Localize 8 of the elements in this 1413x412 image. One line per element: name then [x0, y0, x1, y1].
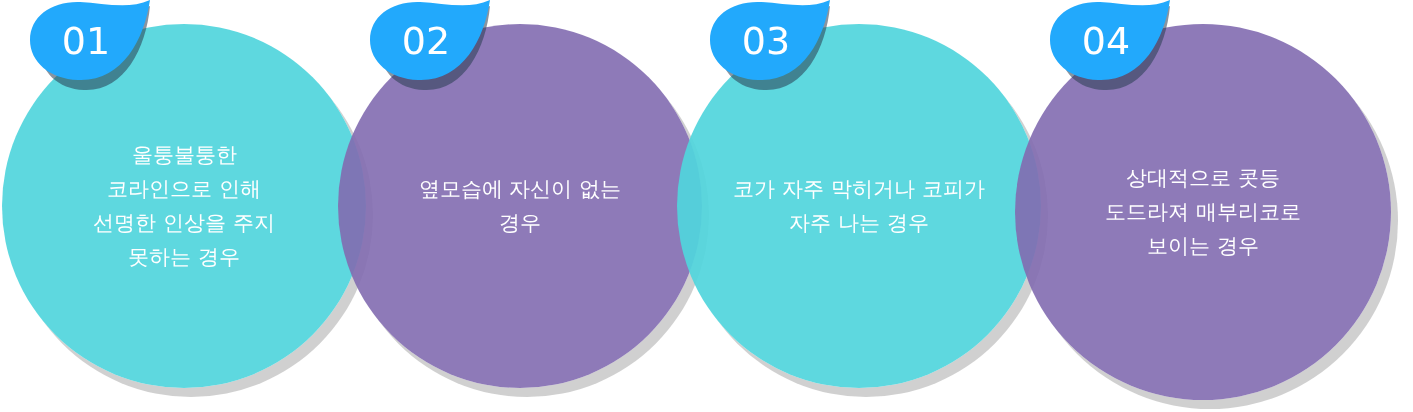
step-number: 02	[400, 18, 452, 65]
step-description: 울퉁불퉁한 코라인으로 인해 선명한 인상을 주지 못하는 경우	[92, 141, 276, 271]
step-description: 상대적으로 콧등 도드라져 매부리코로 보이는 경우	[1104, 164, 1302, 260]
step-number: 04	[1080, 18, 1132, 65]
step-description: 옆모습에 자신이 없는 경우	[417, 176, 623, 237]
step-description: 코가 자주 막히거나 코피가 자주 나는 경우	[732, 176, 986, 237]
step-number: 01	[60, 18, 112, 65]
step-number: 03	[740, 18, 792, 65]
